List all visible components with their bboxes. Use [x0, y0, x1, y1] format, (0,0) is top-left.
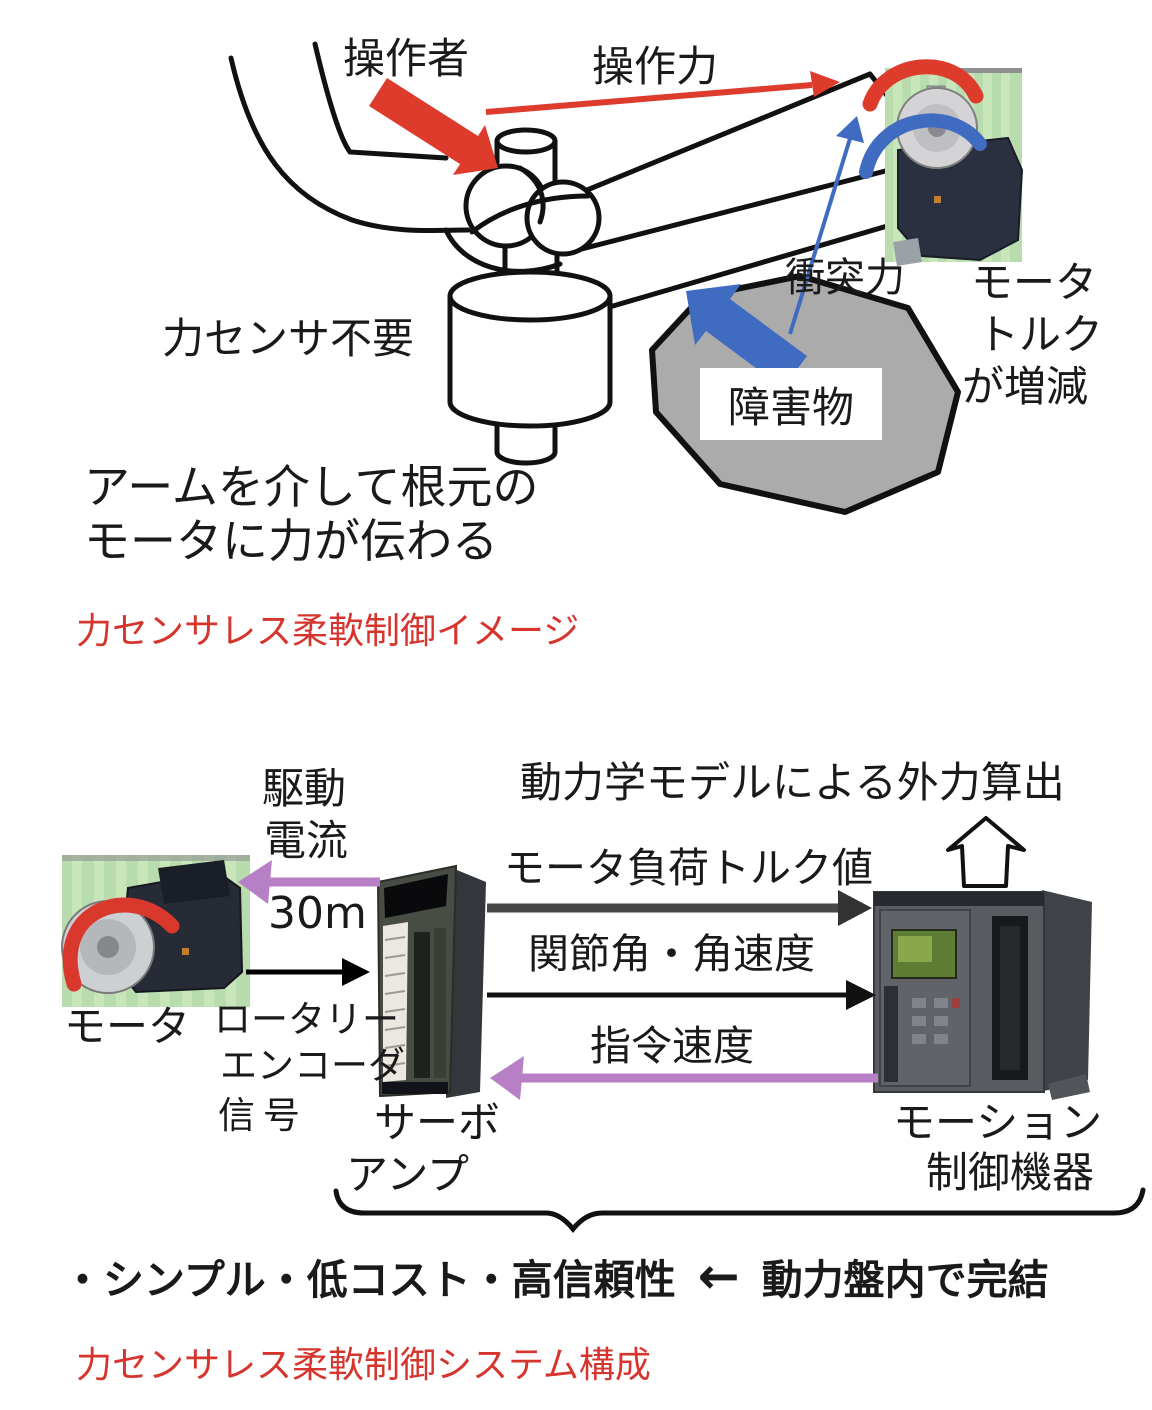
- command-speed-label: 指令速度: [590, 1022, 754, 1070]
- system-caption: 力センサレス柔軟制御システム構成: [76, 1345, 651, 1386]
- cable-length-label: 30m: [268, 888, 367, 939]
- benefits-line: ・シンプル・低コスト・高信頼性 ← 動力盤内で完結: [62, 1246, 1049, 1306]
- operator-hand: [228, 41, 602, 274]
- brace: [333, 1187, 1146, 1233]
- collision-force-label: 衝突力: [785, 255, 905, 301]
- operation-force-label: 操作力: [592, 42, 719, 91]
- left-arrow-icon: ←: [697, 1247, 740, 1305]
- note-line-1: アームを介して根元の: [84, 460, 539, 514]
- encoder-signal-arrow: [246, 958, 370, 986]
- torque-arc-red: [862, 59, 984, 112]
- no-force-sensor-label: 力センサ不要: [162, 314, 415, 363]
- system-diagram: [61, 816, 1146, 1233]
- motor-torque-label-2: トルク: [977, 310, 1104, 359]
- servo-amp-label-2: アンプ: [346, 1150, 470, 1199]
- drive-current-label-1: 駆動: [262, 764, 347, 813]
- drive-current-label-2: 電流: [264, 816, 349, 865]
- motion-controller-photo: [873, 890, 1092, 1100]
- torque-arc-blue: [859, 113, 987, 179]
- encoder-label-1: ロータリー: [214, 998, 399, 1041]
- joint-angle-label: 関節角・角速度: [528, 930, 815, 978]
- concept-diagram: [228, 41, 1024, 515]
- servo-amp-photo: [376, 864, 486, 1098]
- external-force-label: 動力学モデルによる外力算出: [520, 758, 1065, 807]
- obstacle-label: 障害物: [700, 368, 882, 440]
- motor-photo-bottom: [61, 855, 250, 1007]
- operator-push-arrow: [369, 78, 498, 175]
- servo-amp-label-1: サーボ: [374, 1098, 501, 1147]
- motor-torque-label-1: モータ: [971, 258, 1098, 307]
- note-line-2: モータに力が伝わる: [84, 514, 498, 568]
- benefits-text: ・シンプル・低コスト・高信頼性: [62, 1256, 676, 1304]
- joint-angle-arrow: [487, 980, 876, 1010]
- encoder-label-2: エンコーダ: [220, 1044, 405, 1087]
- load-torque-label: モータ負荷トルク値: [504, 844, 873, 892]
- controller-label-2: 制御機器: [926, 1148, 1095, 1197]
- collision-arrow: [686, 284, 807, 388]
- panel-note-text: 動力盤内で完結: [761, 1256, 1049, 1304]
- encoder-label-3: 信号: [218, 1094, 308, 1137]
- motor-label: モータ: [64, 1002, 191, 1051]
- controller-label-1: モーション: [893, 1098, 1103, 1147]
- collision-force-line: [788, 116, 864, 335]
- up-arrow-icon: [946, 816, 1026, 888]
- drive-current-arrow: [238, 860, 380, 904]
- command-speed-arrow: [490, 1056, 878, 1100]
- motor-photo: [885, 68, 1024, 266]
- concept-caption: 力センサレス柔軟制御イメージ: [76, 611, 580, 652]
- load-torque-arrow: [487, 890, 872, 926]
- operation-force-line: [485, 71, 840, 115]
- operator-label: 操作者: [343, 34, 470, 83]
- motor-torque-label-3: が増減: [962, 362, 1089, 411]
